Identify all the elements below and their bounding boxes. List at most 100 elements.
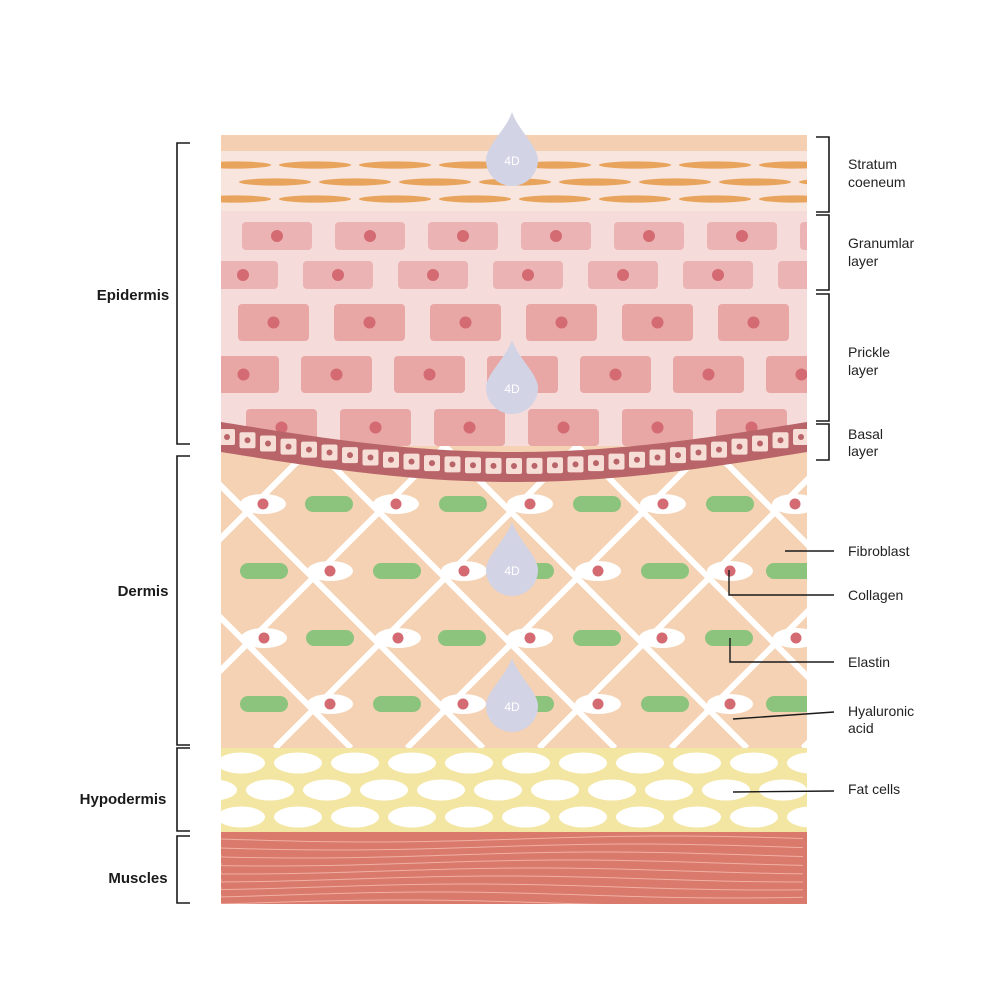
cell-nucleus bbox=[457, 230, 469, 242]
cell-nucleus bbox=[736, 230, 748, 242]
basal-layer-bracket bbox=[816, 423, 830, 461]
prickle-layer-bracket bbox=[816, 293, 830, 422]
collagen-leader bbox=[728, 570, 834, 596]
fat-cell bbox=[221, 780, 237, 800]
basal-cell-nucleus bbox=[347, 452, 353, 459]
dermis-label: Dermis bbox=[118, 583, 169, 600]
basal-cell-nucleus bbox=[490, 462, 497, 469]
cell-nucleus bbox=[795, 368, 807, 381]
serum-drop bbox=[486, 340, 538, 414]
elastin-fiber bbox=[641, 696, 689, 712]
prickle-layer-label-line-2: layer bbox=[848, 362, 879, 378]
stratum-cell bbox=[679, 161, 751, 169]
elastin-fiber bbox=[573, 630, 621, 646]
muscle-fiber bbox=[221, 883, 804, 891]
fibroblast-nucleus bbox=[724, 565, 736, 577]
cell-nucleus bbox=[369, 421, 382, 434]
granular-layer-label: Granumlar layer bbox=[848, 235, 918, 269]
fat-cell bbox=[274, 806, 322, 828]
muscle-fiber bbox=[221, 891, 804, 899]
serum-drop bbox=[486, 112, 538, 186]
stratum-cell bbox=[279, 195, 351, 203]
fibroblast-nucleus bbox=[789, 498, 801, 510]
basal-cell-nucleus bbox=[572, 461, 579, 468]
cell-nucleus bbox=[237, 368, 250, 381]
muscles-label: Muscles bbox=[108, 870, 167, 887]
fat-cell bbox=[787, 752, 807, 774]
collagen-fiber bbox=[0, 446, 49, 748]
elastin-fiber bbox=[240, 696, 288, 712]
elastin-fiber bbox=[706, 496, 754, 512]
collagen-fiber bbox=[221, 613, 354, 748]
stratum-cell bbox=[559, 178, 631, 186]
elastin-fiber bbox=[373, 696, 421, 712]
elastin-fiber bbox=[373, 563, 421, 579]
fat-cell bbox=[730, 752, 778, 774]
collagen-fiber bbox=[0, 446, 87, 748]
basal-cell-nucleus bbox=[429, 460, 435, 467]
cell-nucleus bbox=[332, 269, 344, 281]
fat-cell bbox=[303, 779, 351, 801]
muscle-fiber bbox=[221, 851, 804, 859]
stratum-cell bbox=[359, 161, 431, 169]
basal-layer-label-line-2: layer bbox=[848, 443, 879, 459]
fat-cell bbox=[417, 779, 465, 801]
fibroblast-nucleus bbox=[524, 632, 536, 644]
fat-cell bbox=[331, 752, 379, 774]
basal-cell-nucleus bbox=[388, 456, 394, 463]
stratum-cell bbox=[719, 178, 791, 186]
fibroblast-nucleus bbox=[324, 565, 336, 577]
fat-cell bbox=[360, 779, 408, 801]
cell-nucleus bbox=[651, 316, 664, 329]
basal-cell-nucleus bbox=[367, 454, 374, 461]
muscle-fiber bbox=[221, 875, 803, 883]
collagen-fiber bbox=[706, 446, 807, 549]
basal-layer-label-line-1: Basal bbox=[848, 426, 883, 442]
cell-nucleus bbox=[330, 368, 343, 381]
elastin-fiber bbox=[306, 630, 354, 646]
fat-cell bbox=[331, 806, 379, 828]
stratum-cell bbox=[599, 161, 671, 169]
granular-layer-label-line-1: Granumlar bbox=[848, 235, 914, 251]
hyaluronic-acid-label: Hyaluronic acid bbox=[848, 703, 918, 736]
stratum-corneum-label-line-1: Stratum bbox=[848, 156, 897, 172]
stratum-cell bbox=[239, 178, 311, 186]
drop-label: 4D bbox=[504, 154, 520, 168]
fat-cell bbox=[221, 806, 265, 828]
cell-nucleus bbox=[550, 230, 562, 242]
fat-cells-leader bbox=[732, 790, 835, 793]
basal-cell-nucleus bbox=[531, 462, 538, 469]
stratum-cell bbox=[639, 178, 711, 186]
fat-cell bbox=[559, 806, 607, 828]
basal-cell-nucleus bbox=[285, 443, 292, 450]
fat-cell bbox=[445, 752, 493, 774]
fat-cell bbox=[531, 779, 579, 801]
fibroblast-nucleus bbox=[458, 565, 470, 577]
prickle-layer-label-line-1: Prickle bbox=[848, 344, 890, 360]
hypodermis-label: Hypodermis bbox=[80, 791, 167, 808]
fat-cell bbox=[274, 752, 322, 774]
stratum-cell bbox=[759, 161, 807, 169]
epidermal-cell bbox=[800, 222, 807, 250]
elastin-fiber bbox=[573, 496, 621, 512]
cell-nucleus bbox=[267, 316, 280, 329]
elastin-fiber bbox=[438, 630, 486, 646]
fat-cell bbox=[616, 806, 664, 828]
granular-layer-bracket bbox=[816, 214, 830, 291]
stratum-cell bbox=[679, 195, 751, 203]
epidermal-cell bbox=[814, 304, 885, 341]
stratum-corneum-label: Stratum coeneum bbox=[848, 156, 906, 190]
hypodermis-bracket bbox=[176, 747, 190, 832]
cell-nucleus bbox=[617, 269, 629, 281]
fibroblast-label: Fibroblast bbox=[848, 543, 910, 559]
cell-nucleus bbox=[427, 269, 439, 281]
drop-label: 4D bbox=[504, 382, 520, 396]
basal-cell-nucleus bbox=[716, 446, 722, 453]
elastin-fiber bbox=[641, 563, 689, 579]
fat-cell bbox=[759, 779, 807, 801]
fibroblast-nucleus bbox=[457, 698, 469, 710]
cell-nucleus bbox=[459, 316, 472, 329]
fat-cell bbox=[474, 779, 522, 801]
hyaluronic-acid-label-line-2: acid bbox=[848, 720, 874, 736]
cell-nucleus bbox=[651, 421, 664, 434]
